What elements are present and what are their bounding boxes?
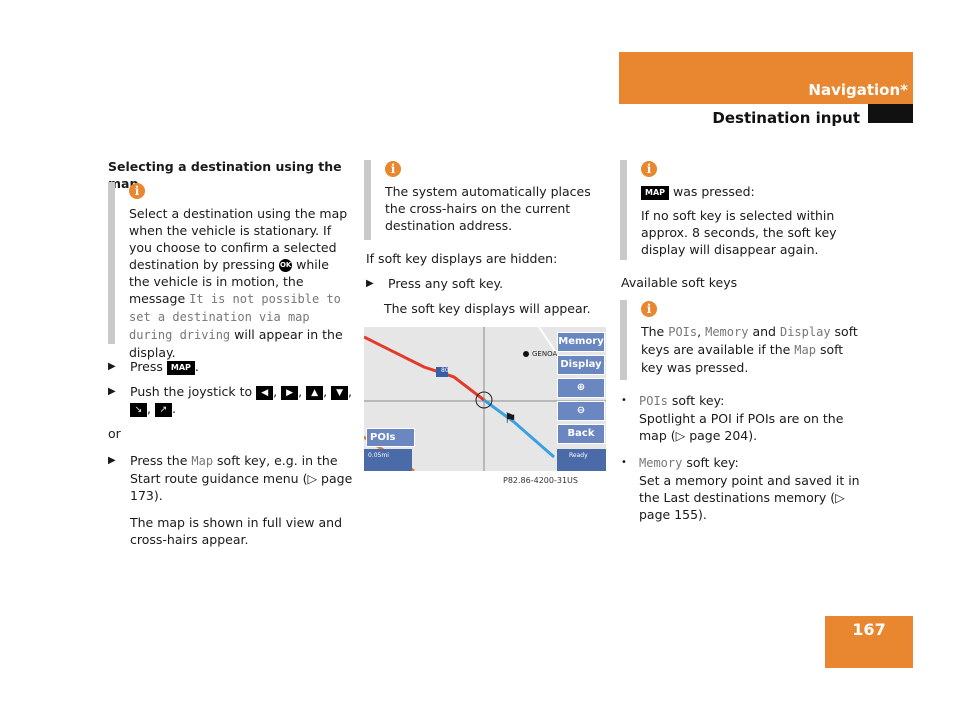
pois-softkey[interactable]: POIs bbox=[366, 428, 415, 447]
zoom-out-softkey[interactable]: ⊖ bbox=[557, 401, 605, 421]
header-tab-marker bbox=[868, 104, 913, 123]
map-softkey-code: Map bbox=[191, 454, 214, 468]
destination-flag-icon: ⚑ bbox=[504, 411, 517, 427]
page-number: 167 bbox=[852, 620, 886, 639]
route-shield: 80 bbox=[441, 367, 449, 374]
bullet-arrow-icon: ▶ bbox=[108, 386, 116, 397]
list-item: • POIs soft key:Spotlight a POI if POIs … bbox=[621, 393, 844, 443]
or-text: or bbox=[108, 426, 121, 441]
back-softkey[interactable]: Back bbox=[557, 424, 605, 444]
step-map-softkey: ▶ Press the Map soft key, e.g. in the St… bbox=[108, 453, 353, 503]
available-softkeys-label: Available soft keys bbox=[621, 275, 738, 290]
bullet-arrow-icon: ▶ bbox=[366, 278, 374, 289]
ready-status: Ready bbox=[569, 452, 588, 459]
step-result: The map is shown in full view and cross-… bbox=[130, 515, 343, 547]
map-key-icon: MAP bbox=[641, 185, 670, 200]
figure-caption: P82.86-4200-31US bbox=[503, 476, 578, 485]
step-press-map: ▶ Press MAP. bbox=[108, 359, 199, 375]
step-list: ▶ Press MAP. ▶ Push the joystick to ◀, ▶… bbox=[108, 358, 353, 548]
ok-key-icon: OK bbox=[279, 259, 293, 272]
nav-map-figure: 80 GENOA ⚑ Memory Display ⊕ ⊖ Back POIs … bbox=[364, 327, 606, 471]
status-panel-right: Ready bbox=[557, 449, 606, 471]
bullet-arrow-icon: ▶ bbox=[108, 361, 116, 372]
map-scale: 0.05mi bbox=[368, 452, 389, 459]
joystick-left-icon: ◀ bbox=[256, 385, 274, 400]
info-icon: i bbox=[641, 161, 657, 177]
info-box: i MAP was pressed: If no soft key is sel… bbox=[620, 160, 869, 260]
memory-softkey[interactable]: Memory bbox=[557, 332, 605, 352]
zoom-in-softkey[interactable]: ⊕ bbox=[557, 378, 605, 398]
header-banner bbox=[619, 52, 913, 104]
info-text: If no soft key is selected within approx… bbox=[641, 208, 837, 257]
info-icon: i bbox=[129, 183, 145, 199]
step-press-softkey: ▶ Press any soft key. bbox=[366, 276, 504, 291]
info-box: i The system automatically places the cr… bbox=[364, 160, 611, 240]
display-message: It is not possible to set a destination … bbox=[129, 292, 341, 342]
section-subtitle: Destination input bbox=[712, 109, 860, 127]
bullet-dot-icon: • bbox=[621, 395, 627, 406]
info-box: i The POIs, Memory and Display soft keys… bbox=[620, 300, 869, 380]
step-result: The soft key displays will appear. bbox=[384, 301, 591, 316]
joystick-right-icon: ▶ bbox=[281, 385, 299, 400]
hidden-softkeys-text: If soft key displays are hidden: ▶ Press… bbox=[366, 250, 606, 317]
section-title: Navigation* bbox=[808, 81, 908, 99]
info-box: i Select a destination using the map whe… bbox=[108, 182, 353, 360]
info-icon: i bbox=[641, 301, 657, 317]
step-joystick: ▶ Push the joystick to ◀, ▶, ▲, ▼, ↘, ↗. bbox=[108, 384, 353, 417]
info-icon: i bbox=[385, 161, 401, 177]
joystick-diag-down-icon: ↘ bbox=[130, 402, 147, 417]
list-item: • Memory soft key:Set a memory point and… bbox=[621, 455, 860, 522]
info-text: Select a destination using the map when … bbox=[129, 206, 348, 360]
joystick-down-icon: ▼ bbox=[331, 385, 349, 400]
softkey-list: • POIs soft key:Spotlight a POI if POIs … bbox=[621, 392, 861, 523]
info-text: The POIs, Memory and Display soft keys a… bbox=[641, 324, 858, 375]
map-place-label: GENOA bbox=[532, 350, 558, 358]
page-number-box bbox=[825, 616, 913, 668]
status-panel-left: 0.05mi bbox=[364, 449, 412, 471]
display-softkey[interactable]: Display bbox=[557, 355, 605, 375]
bullet-dot-icon: • bbox=[621, 457, 627, 468]
info-text: The system automatically places the cros… bbox=[385, 184, 591, 233]
bullet-arrow-icon: ▶ bbox=[108, 455, 116, 466]
joystick-up-icon: ▲ bbox=[306, 385, 324, 400]
map-key-icon: MAP bbox=[166, 360, 195, 375]
joystick-diag-up-icon: ↗ bbox=[154, 402, 172, 417]
